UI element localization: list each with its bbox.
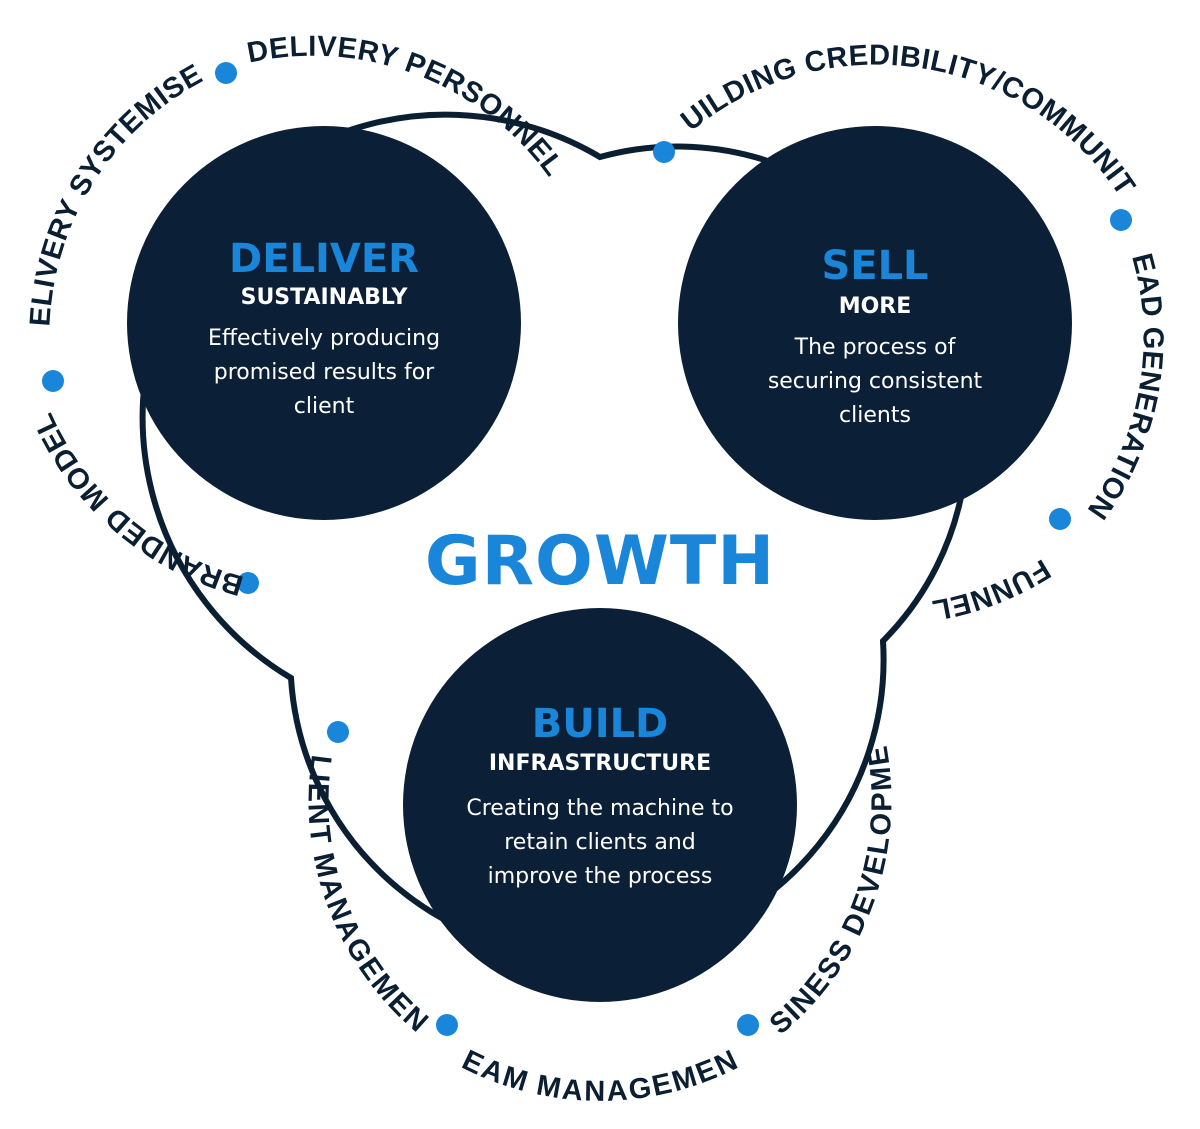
deliver-desc-line: promised results for <box>214 360 435 385</box>
ring-dot <box>237 572 259 594</box>
sell-desc-line: clients <box>839 403 911 428</box>
deliver-desc-line: client <box>294 394 355 419</box>
ring-label-funnel: FUNNEL <box>929 553 1055 626</box>
build-desc-line: retain clients and <box>504 830 696 855</box>
ring-dot <box>1110 209 1132 231</box>
build-desc-line: Creating the machine to <box>466 796 733 821</box>
deliver-subtitle: SUSTAINABLY <box>241 285 409 310</box>
sell-circle <box>678 126 1072 520</box>
build-title: BUILD <box>532 701 669 747</box>
sell-subtitle: MORE <box>839 294 912 319</box>
ring-dot <box>653 141 675 163</box>
sell-desc-line: securing consistent <box>768 369 983 394</box>
deliver-desc-line: Effectively producing <box>208 326 440 351</box>
ring-dot <box>737 1014 759 1036</box>
deliver-circle <box>127 126 521 520</box>
build-desc-line: improve the process <box>488 864 713 889</box>
ring-dot <box>327 721 349 743</box>
sell-title: SELL <box>821 243 928 289</box>
ring-dot <box>215 62 237 84</box>
ring-dot <box>1049 508 1071 530</box>
sell-desc-line: The process of <box>794 335 957 360</box>
build-circle <box>403 608 797 1002</box>
deliver-title: DELIVER <box>229 236 419 282</box>
ring-dot <box>42 370 64 392</box>
center-growth-label: GROWTH <box>425 522 775 601</box>
build-subtitle: INFRASTRUCTURE <box>489 751 711 776</box>
ring-dot <box>436 1014 458 1036</box>
